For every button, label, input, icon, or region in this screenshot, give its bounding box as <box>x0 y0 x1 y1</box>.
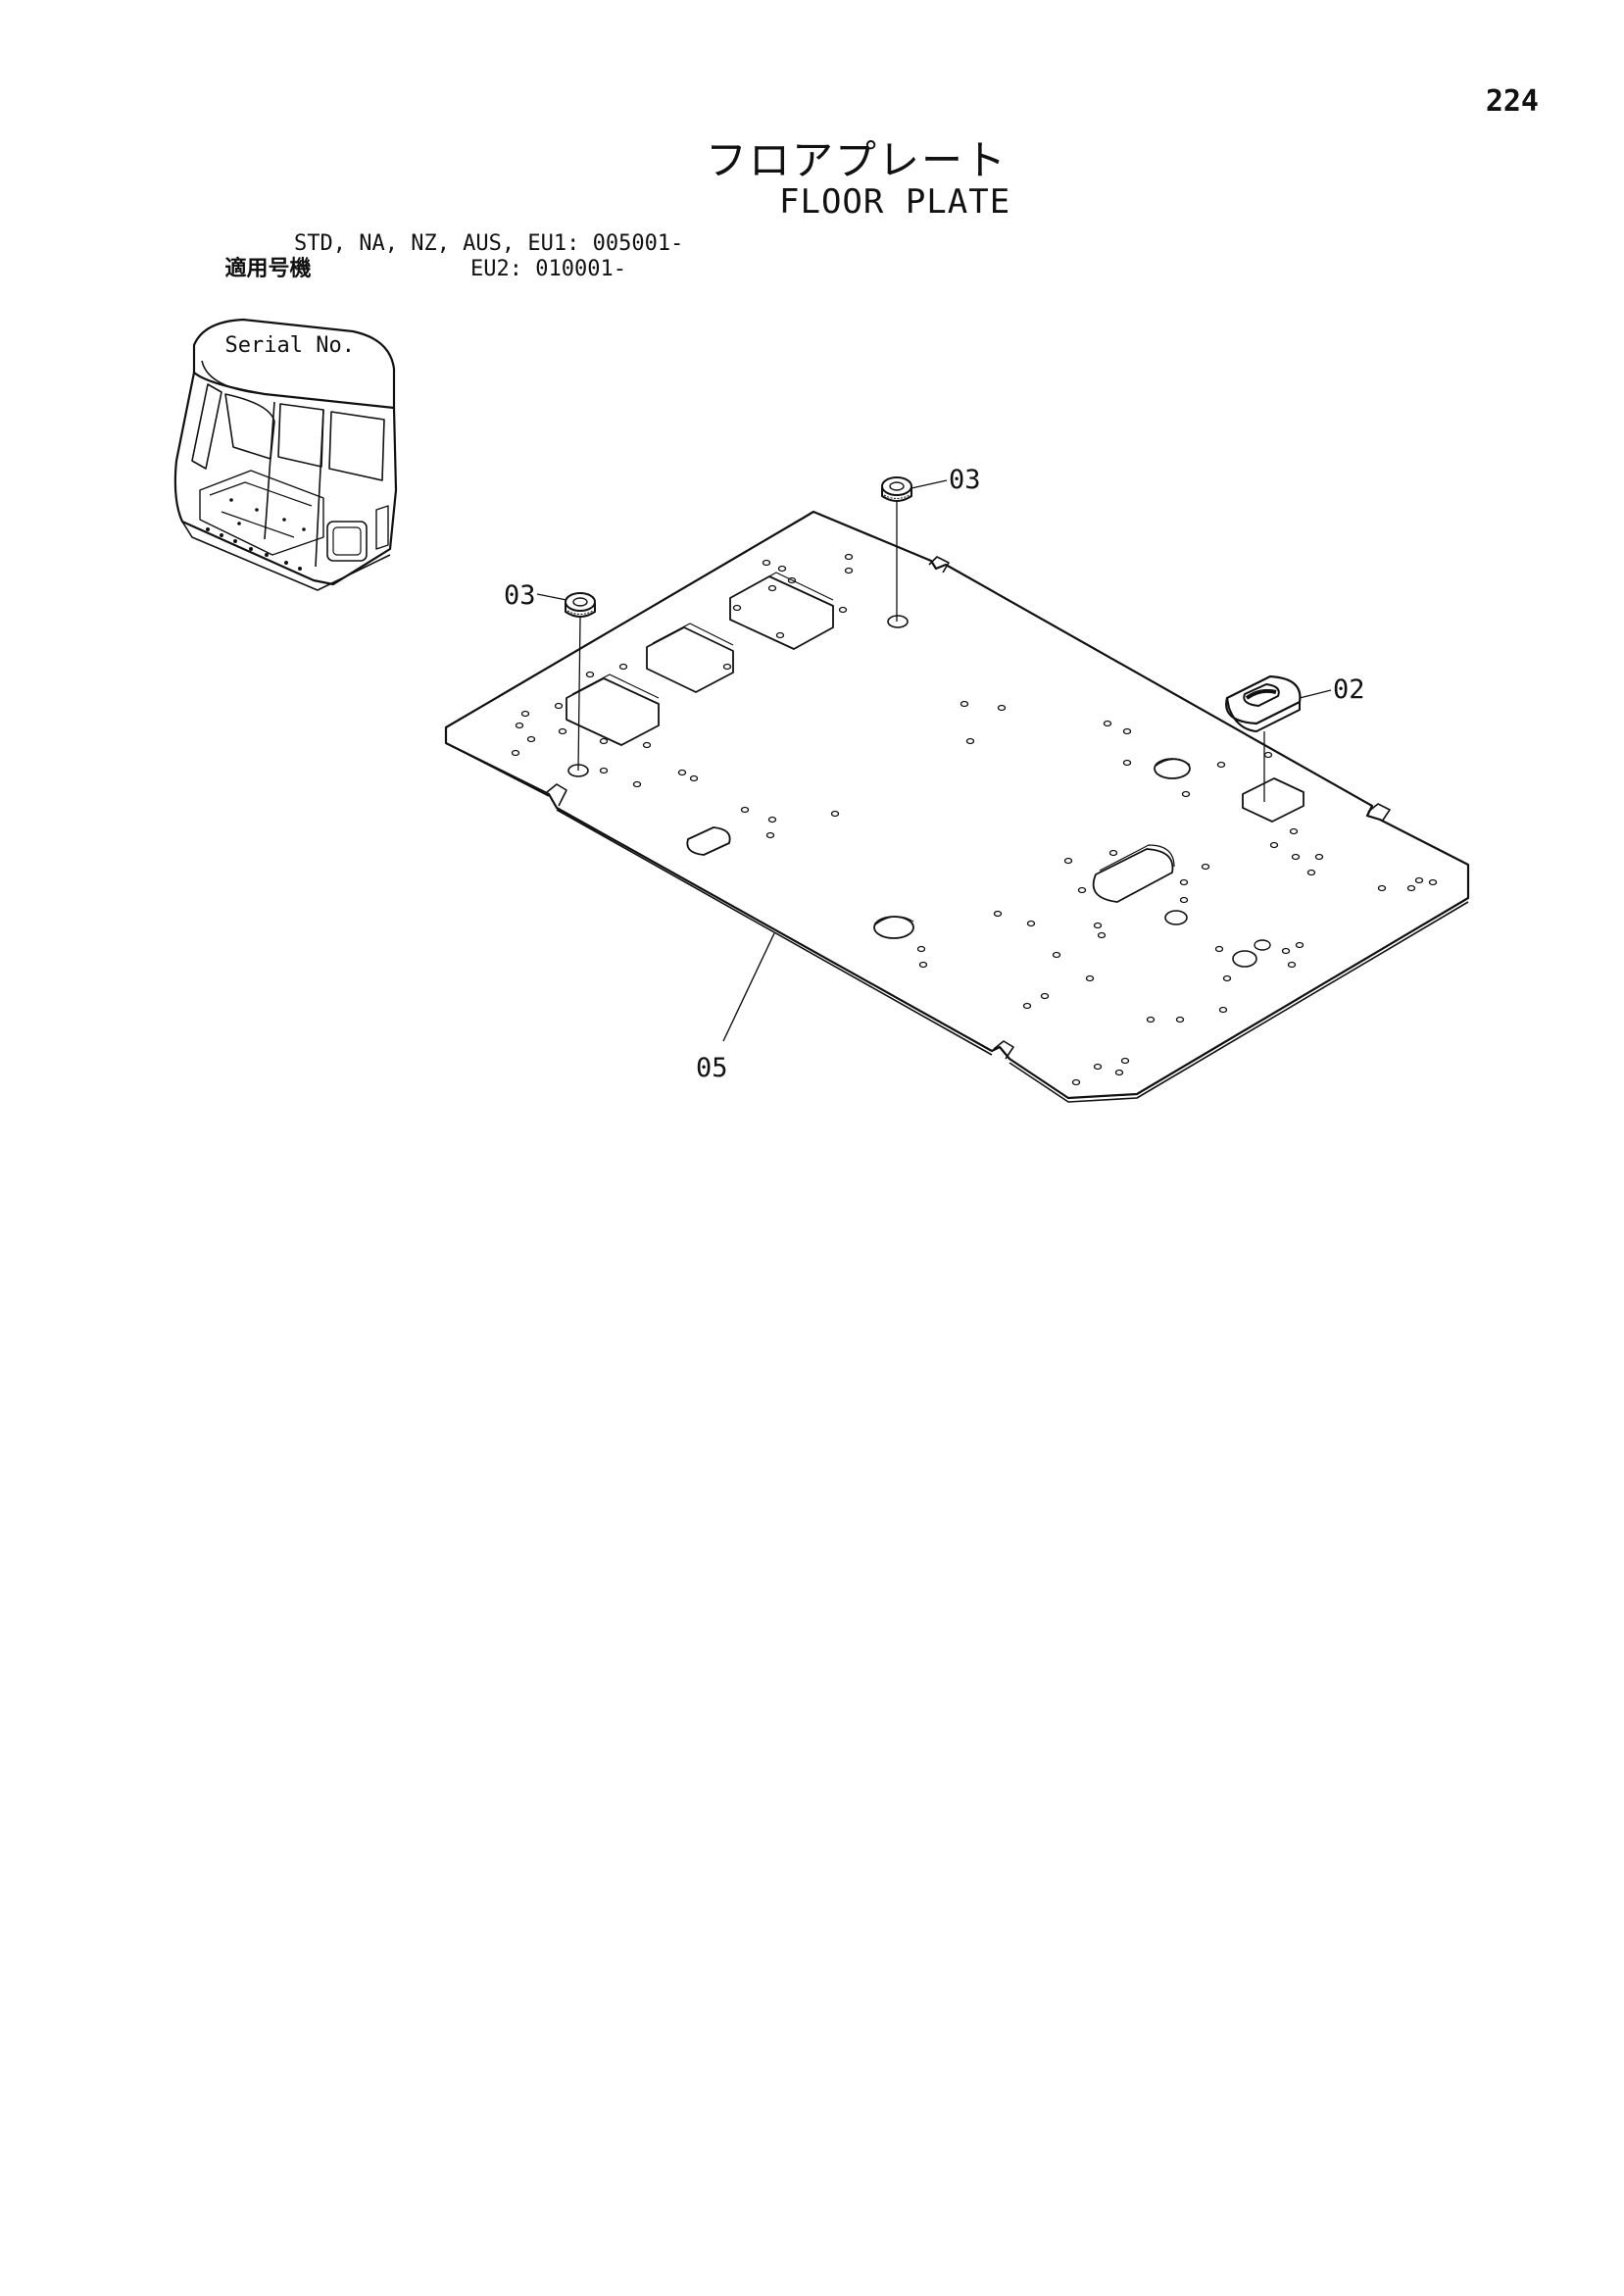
seal-02 <box>1225 674 1332 802</box>
title-english: FLOOR PLATE <box>779 182 1011 222</box>
callout-05: 05 <box>696 1053 728 1083</box>
floor-plate-outline <box>444 510 1470 1100</box>
opening-rect-3 <box>566 677 660 746</box>
opening-round-3 <box>1164 910 1188 925</box>
callout-05-leader <box>722 932 775 1042</box>
opening-rect-2 <box>646 626 734 693</box>
page-number: 224 <box>1485 84 1539 119</box>
cab-side-window-1 <box>277 403 324 468</box>
opening-slot-front <box>1092 848 1174 903</box>
serial-range-2: EU2: 010001- <box>470 257 626 281</box>
grommet-03-top <box>881 476 948 622</box>
serial-row-2: Serial No. <box>147 308 362 384</box>
title-japanese: フロアプレート <box>706 136 1009 184</box>
serial-label-japanese: 適用号機 <box>224 257 312 281</box>
floor-plate-thickness-edge <box>445 742 1469 1103</box>
floor-plate-notch-front <box>993 1040 1014 1060</box>
cab-roof-edge <box>201 360 395 409</box>
callout-02: 02 <box>1333 674 1365 705</box>
cab-rear-panel <box>326 521 368 562</box>
cab-pillar <box>264 401 324 568</box>
opening-rect-right <box>1242 777 1304 823</box>
cab-front-window <box>191 383 222 470</box>
opening-round-2 <box>873 916 914 939</box>
callout-03-top: 03 <box>949 465 981 495</box>
floor-plate-notch-left <box>546 783 567 807</box>
opening-slot-left <box>686 826 731 856</box>
callout-03-left: 03 <box>504 580 536 611</box>
callout-03-left-leader <box>536 593 567 601</box>
cab-front-window-2 <box>224 393 275 460</box>
callout-03-top-leader <box>910 479 948 489</box>
serial-label-english: Serial No. <box>224 333 355 358</box>
cab-side-window-2 <box>328 411 385 481</box>
cab-bottom-edge <box>181 521 391 591</box>
opening-round-5 <box>1254 939 1271 951</box>
opening-grommet-hole-top <box>887 615 909 628</box>
floor-plate-05 <box>444 510 1470 1103</box>
cab-roof <box>192 318 396 410</box>
cab-location-thumbnail <box>173 318 398 591</box>
cab-floor-detail <box>209 481 313 538</box>
cab-floor-plate-highlight <box>199 470 324 556</box>
grommet-03-left-leader <box>577 617 581 772</box>
serial-row-1: 適用号機 <box>147 231 362 308</box>
grommet-03-left <box>536 592 596 772</box>
floor-plate-notch-top <box>928 556 950 574</box>
floor-plate-notch-right <box>1367 803 1391 823</box>
opening-round-4 <box>1232 950 1257 968</box>
serial-range-1: STD, NA, NZ, AUS, EU1: 005001- <box>294 231 684 256</box>
bolt-holes <box>511 553 1438 1086</box>
serial-applicability: 適用号機 Serial No. STD, NA, NZ, AUS, EU1: 0… <box>147 231 683 384</box>
callout-02-leader <box>1299 689 1332 699</box>
